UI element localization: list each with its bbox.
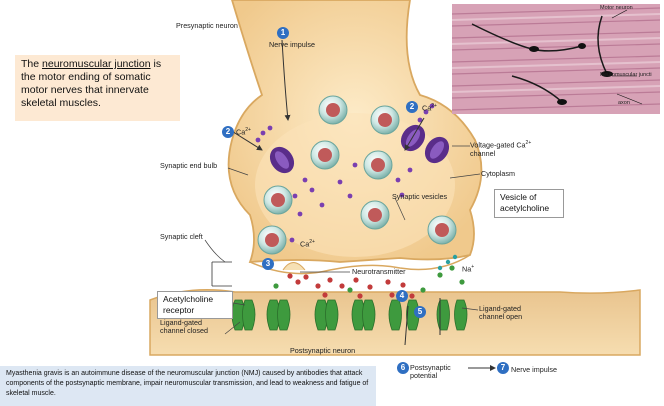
ligand-closed-line2: channel closed	[160, 326, 208, 336]
synaptic-end-bulb-outline	[249, 254, 471, 275]
synaptic-cleft-bracket	[211, 261, 232, 287]
na-symbol: Na	[462, 264, 472, 274]
exocytosis-pocket	[282, 262, 306, 271]
definition-term: neuromuscular junction	[42, 58, 151, 70]
callout-acetylcholine-receptor: Acetylcholine receptor	[157, 291, 233, 319]
micrograph: Motor neuron Neuromuscular juncti axon	[452, 4, 660, 114]
step-5-marker: 5	[414, 306, 426, 318]
label-na: Na+	[462, 264, 475, 274]
label-nerve-impulse-bottom: Nerve impulse	[511, 365, 557, 374]
step-7-marker: 7	[497, 362, 509, 374]
voltage-gated-charge: 2+	[525, 140, 532, 146]
voltage-gated-channel-left	[269, 146, 295, 174]
label-synaptic-vesicles: Synaptic vesicles	[392, 192, 448, 201]
definition-post: is the motor ending of somatic motor ner…	[21, 58, 162, 109]
ligand-gated-receptors	[231, 299, 468, 331]
synaptic-vesicles	[257, 95, 457, 255]
ligand-closed-line1: Ligand-gated	[160, 318, 202, 327]
definition-box: The neuromuscular junction is the motor …	[15, 55, 180, 121]
callout-receptor-line2: receptor	[163, 305, 195, 315]
label-synaptic-end-bulb: Synaptic end bulb	[160, 161, 218, 170]
callout-receptor-line1: Acetylcholine	[163, 294, 214, 304]
definition-pre: The	[21, 58, 43, 70]
micrograph-label-motor-neuron: Motor neuron	[600, 5, 633, 11]
label-cytoplasm: Cytoplasm	[481, 169, 515, 178]
label-postsynaptic-neuron: Postsynaptic neuron	[290, 346, 356, 355]
calcium-ions	[255, 103, 435, 243]
flow-arrows	[229, 39, 496, 371]
ca-symbol: Ca	[236, 127, 246, 137]
voltage-gated-line1: Voltage-gated Ca	[470, 140, 526, 150]
label-synaptic-cleft: Synaptic cleft	[160, 232, 203, 241]
na-charge: +	[471, 264, 475, 270]
postsynaptic-potential-line2: potential	[410, 371, 438, 381]
ca-charge: 2+	[245, 127, 251, 133]
label-nerve-impulse-top: Nerve impulse	[269, 40, 315, 49]
callout-vesicle-acetylcholine: Vesicle of acetylcholine	[494, 189, 564, 218]
label-ca-mid: Ca2+	[300, 239, 315, 249]
voltage-gated-line2: channel	[470, 148, 496, 158]
step-1-marker: 1	[277, 27, 289, 39]
ca-symbol: Ca	[422, 103, 432, 113]
sodium-ions	[437, 254, 458, 271]
voltage-gated-channel-right-2	[424, 136, 450, 164]
ligand-open-line1: Ligand-gated	[479, 304, 521, 313]
callout-vesicle-line1: Vesicle of	[500, 192, 537, 202]
ca-charge: 2+	[431, 103, 437, 109]
label-ca-left: Ca2+	[236, 127, 251, 137]
myasthenia-gravis-note: Myasthenia gravis is an autoimmune disea…	[0, 366, 376, 406]
step-4-marker: 4	[396, 290, 408, 302]
micrograph-image	[452, 4, 660, 114]
label-ca-top-right: Ca2+	[422, 103, 437, 113]
postsynaptic-potential-line1: Postsynaptic	[410, 363, 451, 372]
ca-symbol: Ca	[300, 239, 310, 249]
step-6-marker: 6	[397, 362, 409, 374]
micrograph-label-nmj: Neuromuscular juncti	[600, 72, 652, 78]
ligand-open-line2: channel open	[479, 312, 523, 322]
step-2-marker-right: 2	[406, 101, 418, 113]
micrograph-label-axon: axon	[618, 100, 630, 106]
label-voltage-gated-channel: Voltage-gated Ca2+ channel	[470, 140, 532, 158]
label-neurotransmitter: Neurotransmitter	[352, 267, 406, 276]
step-3-marker: 3	[262, 258, 274, 270]
neurotransmitter-molecules	[273, 265, 465, 299]
label-presynaptic-neuron: Presynaptic neuron	[176, 21, 238, 30]
ca-charge: 2+	[309, 239, 315, 245]
callout-vesicle-line2: acetylcholine	[500, 203, 550, 213]
step-2-marker-left: 2	[222, 126, 234, 138]
